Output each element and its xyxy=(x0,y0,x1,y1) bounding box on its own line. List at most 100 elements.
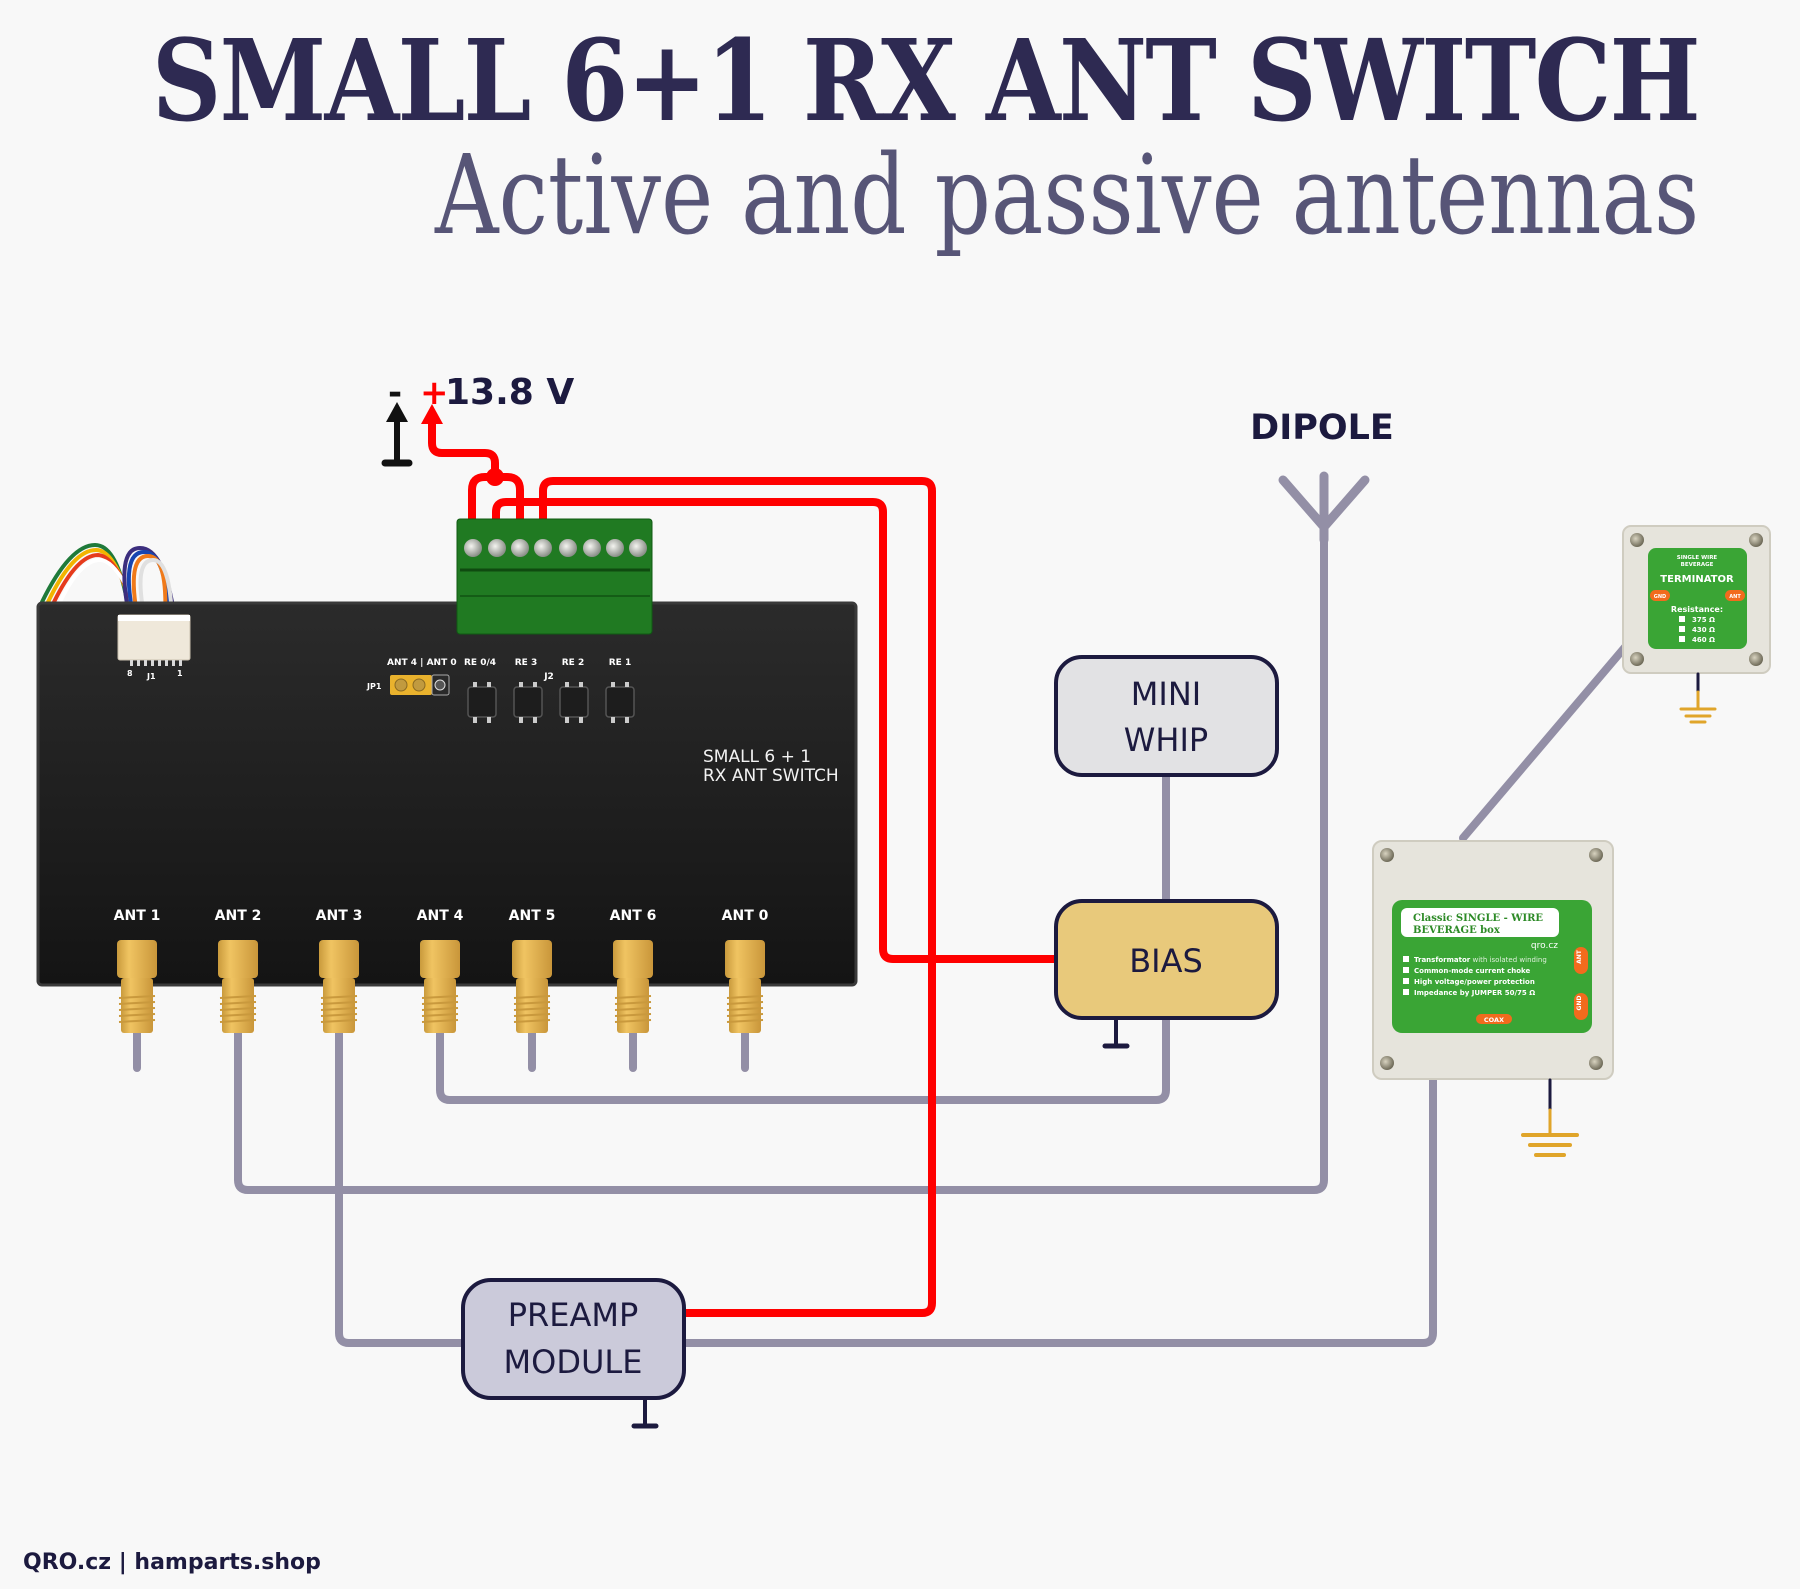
port-label: ANT 3 xyxy=(316,908,363,924)
preamp-label-2: MODULE xyxy=(504,1343,643,1381)
beverage-earth-ground-icon xyxy=(1521,1078,1579,1157)
bias-module[interactable]: BIAS xyxy=(1054,899,1279,1020)
voltage-label: 13.8 V xyxy=(445,372,574,413)
page-title: SMALL 6+1 RX ANT SWITCH xyxy=(151,16,1701,147)
sma-connector-icon xyxy=(319,940,359,978)
relay xyxy=(605,682,635,723)
j1-pin8-label: 8 xyxy=(127,669,133,678)
beverage-features xyxy=(1403,956,1409,995)
j2-label: J2 xyxy=(543,672,554,682)
port-label: ANT 6 xyxy=(610,908,657,924)
beverage-terminator[interactable]: SINGLE WIRE BEVERAGE TERMINATOR GND ANT … xyxy=(1622,525,1771,674)
j1-label: J1 xyxy=(146,672,156,681)
relay xyxy=(513,682,543,723)
beverage-brand: qro.cz xyxy=(1531,941,1558,951)
port-label: ANT 0 xyxy=(722,908,769,924)
preamp-ground-icon xyxy=(631,1398,659,1429)
terminator-small1: SINGLE WIRE xyxy=(1677,555,1718,561)
ground-arrow-icon xyxy=(381,402,413,467)
feature-bold: Transformator xyxy=(1414,956,1471,964)
terminator-gnd: GND xyxy=(1654,594,1666,600)
svg-text:Transformator with isolated wi: Transformator with isolated winding xyxy=(1414,956,1547,964)
resistance-checkbox[interactable] xyxy=(1679,626,1685,632)
wire-ant4-bias xyxy=(436,1014,1170,1104)
device-label-line2: RX ANT SWITCH xyxy=(703,766,839,786)
port-label: ANT 5 xyxy=(509,908,556,924)
beverage-coax: COAX xyxy=(1484,1016,1504,1024)
terminator-earth-ground-icon xyxy=(1679,672,1717,724)
wire-to-preamp xyxy=(539,477,936,1317)
feature-bold: Common-mode current choke xyxy=(1414,967,1530,975)
power-terminal-block xyxy=(456,518,653,635)
feature-bold: High voltage/power protection xyxy=(1414,978,1535,986)
power-arrow-icon xyxy=(421,404,443,424)
relay-label: RE 2 xyxy=(562,658,584,668)
sma-connector-icon xyxy=(725,940,765,978)
mini-whip-label-1: MINI xyxy=(1131,675,1201,713)
jumper-label: ANT 4 | ANT 0 xyxy=(387,658,457,668)
port-label: ANT 1 xyxy=(114,908,161,924)
wire-to-bias xyxy=(492,498,1060,963)
preamp-label-1: PREAMP xyxy=(508,1296,639,1334)
antenna-port[interactable]: ANT 3 xyxy=(316,908,363,1033)
coax-wires xyxy=(133,516,1652,1347)
terminal-screws[interactable] xyxy=(464,539,647,557)
minus-label: - xyxy=(388,373,402,413)
power-junction xyxy=(486,468,504,486)
sma-connector-icon xyxy=(613,940,653,978)
beverage-gnd: GND xyxy=(1576,996,1583,1011)
resistance-option: 375 Ω xyxy=(1692,616,1715,624)
sma-connector-icon xyxy=(512,940,552,978)
wire-beverage-terminator xyxy=(1459,616,1652,842)
footer-credit: QRO.cz | hamparts.shop xyxy=(23,1550,321,1575)
sma-connector-icon xyxy=(420,940,460,978)
jp1-label: JP1 xyxy=(366,682,382,691)
dipole-label: DIPOLE xyxy=(1250,408,1394,448)
ribbon-cable xyxy=(40,542,177,622)
port-label: ANT 4 xyxy=(417,908,464,924)
relay-label: RE 1 xyxy=(609,658,631,668)
relays xyxy=(467,682,635,723)
antenna-port[interactable]: ANT 5 xyxy=(509,908,556,1033)
antenna-port[interactable]: ANT 0 xyxy=(722,908,769,1033)
bias-label: BIAS xyxy=(1129,942,1203,980)
wire-power-in xyxy=(428,416,499,479)
wire-ant3-beverage xyxy=(335,1026,1437,1347)
mini-whip-module[interactable]: MINI WHIP xyxy=(1054,655,1279,777)
antenna-port[interactable]: ANT 6 xyxy=(610,908,657,1033)
antenna-port[interactable]: ANT 4 xyxy=(417,908,464,1033)
beverage-title-2: BEVERAGE box xyxy=(1413,925,1501,936)
resistance-checkbox[interactable] xyxy=(1679,616,1685,622)
terminator-small2: BEVERAGE xyxy=(1681,562,1714,568)
resistance-checkbox[interactable] xyxy=(1679,636,1685,642)
wire-ant2-dipole xyxy=(234,516,1328,1194)
feature-rest: with isolated winding xyxy=(1470,956,1547,964)
terminator-title: TERMINATOR xyxy=(1660,574,1734,585)
antenna-port[interactable]: ANT 2 xyxy=(215,908,262,1033)
j1-pin1-label: 1 xyxy=(177,669,183,678)
feature-bold: Impedance by JUMPER 50/75 Ω xyxy=(1414,989,1535,997)
beverage-box[interactable]: Classic SINGLE - WIRE BEVERAGE box qro.c… xyxy=(1372,840,1614,1080)
dipole-antenna-icon xyxy=(1278,471,1370,545)
relay xyxy=(559,682,589,723)
resistance-option: 460 Ω xyxy=(1692,636,1715,644)
relay-label: RE 3 xyxy=(515,658,537,668)
relay-label: RE 0/4 xyxy=(464,658,496,668)
plus-label: + xyxy=(420,373,449,413)
bias-ground-icon xyxy=(1102,1018,1130,1049)
port-label: ANT 2 xyxy=(215,908,262,924)
j1-connector xyxy=(117,614,191,666)
beverage-ant: ANT xyxy=(1576,949,1583,964)
preamp-module[interactable]: PREAMP MODULE xyxy=(461,1278,686,1400)
sma-connector-icon xyxy=(117,940,157,978)
device-label-line1: SMALL 6 + 1 xyxy=(703,747,811,767)
relay xyxy=(467,682,497,723)
jp1-jumper[interactable] xyxy=(390,674,450,696)
beverage-title-1: Classic SINGLE - WIRE xyxy=(1413,913,1543,924)
terminator-ant: ANT xyxy=(1729,594,1741,600)
mini-whip-label-2: WHIP xyxy=(1124,721,1208,759)
sma-connector-icon xyxy=(218,940,258,978)
antenna-ports: ANT 1 ANT 2 ANT 3 ANT 4 ANT 5 ANT 6 ANT 0 xyxy=(114,908,769,1033)
antenna-port[interactable]: ANT 1 xyxy=(114,908,161,1033)
